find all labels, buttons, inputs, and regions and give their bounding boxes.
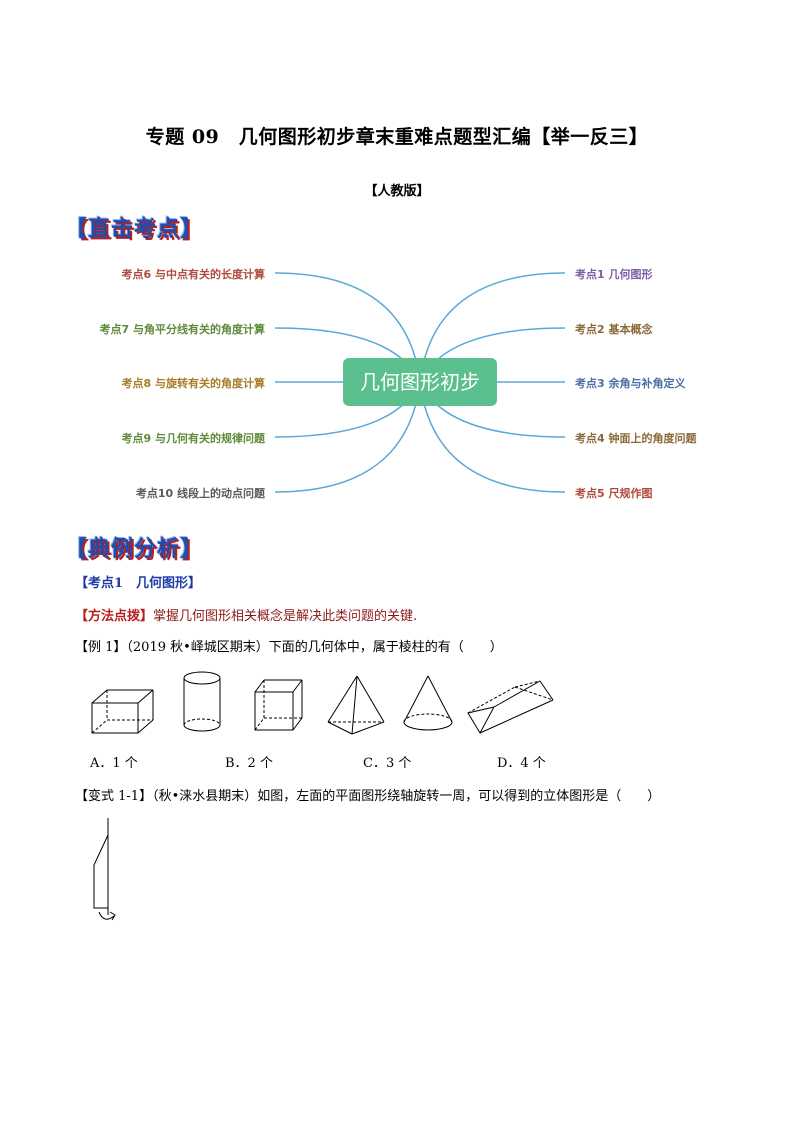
method-tip: 【方法点拨】掌握几何图形相关概念是解决此类问题的关键. — [75, 605, 417, 624]
choice-d[interactable]: D．4 个 — [497, 756, 546, 771]
cube-figure — [254, 679, 303, 731]
method-tag: 【方法点拨】 — [75, 609, 154, 624]
example-1-question: 【例 1】（2019 秋•峄城区期末）下面的几何体中，属于棱柱的有（ ） — [75, 636, 503, 655]
mindmap-topic-9: 考点9 与几何有关的规律问题 — [121, 432, 265, 445]
mindmap-branch-left-1 — [274, 272, 421, 383]
mindmap-branch-right-1 — [419, 272, 566, 383]
rotation-arrow-icon — [98, 911, 115, 920]
mindmap-branch-right-5 — [419, 381, 566, 493]
cylinder-figure — [183, 671, 221, 732]
triangular-pyramid-figure — [327, 675, 385, 735]
page-title: 专题 09 几何图形初步章末重难点题型汇编【举一反三】 — [145, 126, 649, 148]
choice-c[interactable]: C．3 个 — [363, 756, 412, 771]
section-heading-examples: 【典例分析】 — [65, 537, 204, 562]
variant-1-1-text: （秋•涞水县期末）如图，左面的平面图形绕轴旋转一周，可以得到的立体图形是（ ） — [152, 789, 661, 804]
mindmap-branch-left-5 — [274, 381, 421, 493]
example-1-text: （2019 秋•峄城区期末）下面的几何体中，属于棱柱的有（ ） — [126, 640, 503, 655]
edition-label: 【人教版】 — [364, 184, 430, 199]
rectangular-prism-figure — [91, 689, 154, 734]
choice-a[interactable]: A．1 个 — [90, 756, 138, 771]
mindmap-center-node: 几何图形初步 — [343, 358, 497, 406]
mindmap-topic-10: 考点10 线段上的动点问题 — [135, 487, 265, 500]
choice-b[interactable]: B．2 个 — [225, 756, 273, 771]
mindmap-topic-2: 考点2 基本概念 — [575, 323, 653, 336]
mindmap-topic-3: 考点3 余角与补角定义 — [575, 377, 686, 390]
example-1-tag: 【例 1】 — [75, 640, 127, 655]
plane-shape — [93, 834, 109, 909]
variant-1-1-question: 【变式 1-1】（秋•涞水县期末）如图，左面的平面图形绕轴旋转一周，可以得到的立… — [75, 785, 660, 804]
mindmap-topic-6: 考点6 与中点有关的长度计算 — [121, 268, 265, 281]
kaodian-heading: 【考点1 几何图形】 — [75, 576, 202, 591]
mindmap-topic-7: 考点7 与角平分线有关的角度计算 — [99, 323, 265, 336]
mindmap-topic-4: 考点4 钟面上的角度问题 — [575, 432, 697, 445]
triangular-prism-figure — [467, 680, 554, 735]
method-text: 掌握几何图形相关概念是解决此类问题的关键. — [153, 609, 418, 624]
variant-1-1-tag: 【变式 1-1】 — [75, 789, 153, 804]
mindmap-topic-1: 考点1 几何图形 — [575, 268, 653, 281]
mindmap-topic-8: 考点8 与旋转有关的角度计算 — [121, 377, 265, 390]
rotation-arrow-head-icon — [109, 911, 116, 921]
mindmap-topic-5: 考点5 尺规作图 — [575, 487, 653, 500]
section-heading-key-points: 【直击考点】 — [65, 217, 204, 242]
cone-figure — [403, 675, 453, 731]
